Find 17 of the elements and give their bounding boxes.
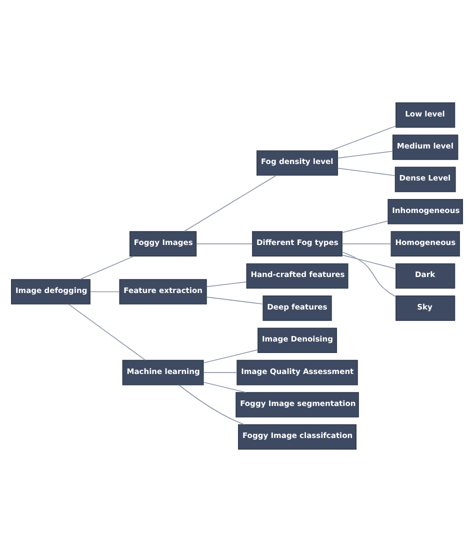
connector (342, 220, 388, 232)
connector (337, 167, 396, 176)
connector (178, 384, 245, 424)
connector (184, 174, 277, 232)
connector (203, 381, 246, 392)
connector (80, 255, 134, 280)
connector (203, 348, 258, 363)
connector (206, 296, 264, 304)
connector (342, 242, 392, 244)
connector (206, 281, 247, 287)
connector (337, 150, 394, 158)
connector (330, 125, 396, 151)
connector (196, 242, 253, 244)
connector (342, 251, 396, 297)
connector (342, 254, 396, 269)
connector (68, 303, 146, 360)
connector (90, 290, 120, 292)
